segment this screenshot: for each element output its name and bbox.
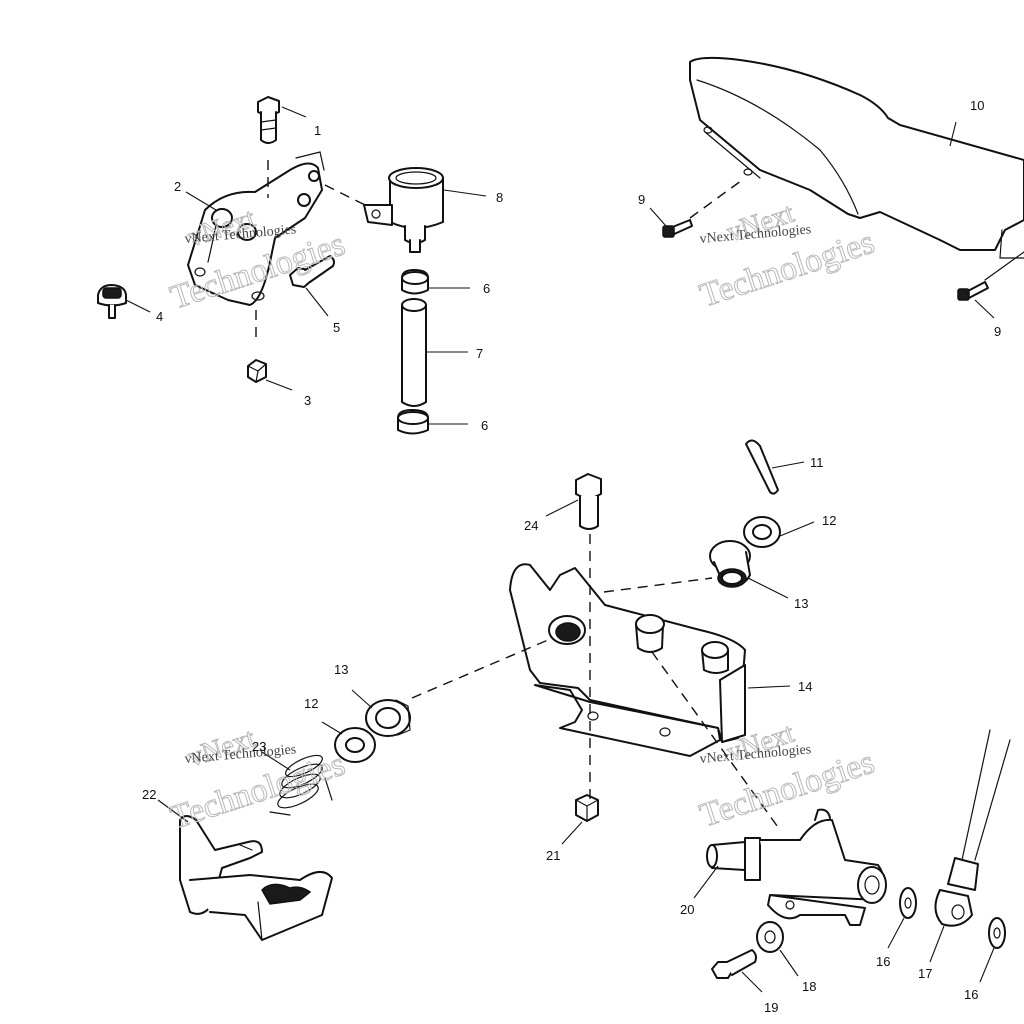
washer-part-16a bbox=[899, 887, 917, 919]
callout-11: 11 bbox=[810, 455, 824, 470]
callout-14: 14 bbox=[798, 679, 812, 694]
callout-labels: 1 2 3 4 5 6 7 6 8 9 10 9 11 12 13 14 13 … bbox=[142, 98, 1001, 1015]
callout-10: 10 bbox=[970, 98, 984, 113]
nut-part-3 bbox=[247, 359, 267, 383]
callout-24: 24 bbox=[524, 518, 538, 533]
callout-8: 8 bbox=[496, 190, 503, 205]
callout-5: 5 bbox=[333, 320, 340, 335]
master-cylinder-part-20 bbox=[706, 808, 887, 926]
leader-lines bbox=[125, 106, 995, 993]
callout-22: 22 bbox=[142, 787, 156, 802]
seat-part-10 bbox=[689, 56, 1024, 259]
callout-12-left: 12 bbox=[304, 696, 318, 711]
hose-clamp-part-6a bbox=[401, 269, 429, 295]
watermark-left-bottom: vNext Technologies bbox=[166, 722, 350, 837]
callout-16-right: 16 bbox=[964, 987, 978, 1002]
callout-13-left: 13 bbox=[334, 662, 348, 677]
nut-part-21 bbox=[575, 794, 599, 822]
bolt-part-1 bbox=[257, 96, 280, 144]
callout-20: 20 bbox=[680, 902, 694, 917]
screw-part-9a bbox=[662, 219, 693, 238]
reservoir-part-8 bbox=[363, 167, 444, 253]
hose-part-7 bbox=[401, 298, 427, 407]
spring-part-23 bbox=[269, 754, 333, 816]
callout-1: 1 bbox=[314, 123, 321, 138]
callout-9-left: 9 bbox=[638, 192, 645, 207]
callout-2: 2 bbox=[174, 179, 181, 194]
assembly-lines-lower bbox=[411, 534, 781, 831]
clamp-part-4 bbox=[97, 284, 127, 319]
bolt-part-24 bbox=[575, 473, 602, 530]
callout-17: 17 bbox=[918, 966, 932, 981]
pedal-part-22 bbox=[179, 815, 333, 941]
callout-7: 7 bbox=[476, 346, 483, 361]
callout-13-right: 13 bbox=[794, 596, 808, 611]
washer-part-18 bbox=[756, 921, 784, 953]
bolt-part-19 bbox=[711, 949, 757, 979]
assembly-lines-seat bbox=[689, 177, 1024, 281]
cotter-pin-part-11 bbox=[745, 439, 779, 495]
callout-21: 21 bbox=[546, 848, 560, 863]
screw-part-9b bbox=[957, 281, 989, 301]
callout-16-left: 16 bbox=[876, 954, 890, 969]
callout-18: 18 bbox=[802, 979, 816, 994]
callout-6-lower: 6 bbox=[481, 418, 488, 433]
callout-4: 4 bbox=[156, 309, 163, 324]
washer-part-12a bbox=[743, 516, 781, 548]
callout-12-right: 12 bbox=[822, 513, 836, 528]
bracket-part-2 bbox=[187, 151, 325, 306]
bushing-part-13b bbox=[365, 699, 411, 737]
washer-part-16b bbox=[988, 917, 1006, 949]
callout-23: 23 bbox=[252, 739, 266, 754]
bolt-part-5 bbox=[289, 255, 335, 288]
callout-6-upper: 6 bbox=[483, 281, 490, 296]
bushing-part-13a bbox=[709, 540, 751, 588]
rod-end-part-17 bbox=[934, 729, 1011, 927]
callout-3: 3 bbox=[304, 393, 311, 408]
callout-9-right: 9 bbox=[994, 324, 1001, 339]
washer-part-12b bbox=[334, 727, 376, 763]
hose-clamp-part-6b bbox=[397, 409, 429, 435]
bracket-part-14 bbox=[509, 563, 746, 757]
callout-19: 19 bbox=[764, 1000, 778, 1015]
assembly-lines-upper-left bbox=[207, 160, 366, 338]
